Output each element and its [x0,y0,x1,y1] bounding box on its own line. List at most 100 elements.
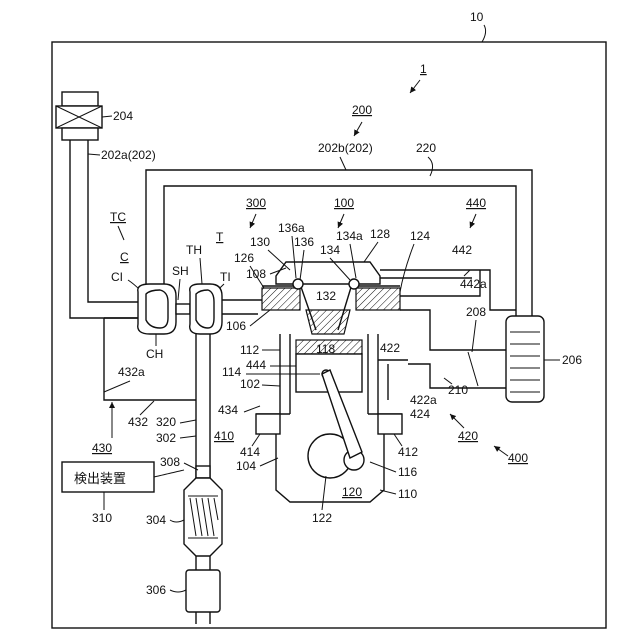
label-124: 124 [410,229,430,243]
hp-egr-pipe-422 [378,360,408,400]
valve-424 [378,414,402,434]
label-132: 132 [316,289,336,303]
label-200: 200 [352,103,372,117]
label-422: 422 [380,341,400,355]
label-320: 320 [156,415,176,429]
leader-320 [180,420,196,423]
air-cleaner [56,92,102,140]
leader-432a [104,381,130,392]
label-202b: 202b(202) [318,141,373,155]
leader-SH [178,279,180,300]
intake-pipe-210 [408,338,506,388]
label-432a: 432a [118,365,145,379]
label-100: 100 [334,196,354,210]
label-310: 310 [92,511,112,525]
label-134: 134 [320,243,340,257]
leader-306 [170,590,186,592]
intercooler-206 [506,316,544,402]
label-134a: 134a [336,229,363,243]
label-308: 308 [160,455,180,469]
signal-line-308 [154,470,184,477]
label-T: T [216,230,224,244]
leader-130 [268,250,290,270]
arrow-300 [250,214,256,228]
sensor-308 [196,466,210,478]
leader-204 [102,116,112,117]
label-CI: CI [111,270,123,284]
label-300: 300 [246,196,266,210]
label-130: 130 [250,235,270,249]
exhaust-manifold-pipe [222,300,262,314]
leader-10 [482,25,486,42]
label-412: 412 [398,445,418,459]
catalyst-304 [184,478,222,556]
leader-434 [244,406,260,412]
label-SH: SH [172,264,189,278]
label-128: 128 [370,227,390,241]
label-422a: 422a [410,393,437,407]
leader-106 [250,310,270,326]
detector-label: 検出装置 [74,471,126,486]
label-306: 306 [146,583,166,597]
label-112: 112 [240,343,259,357]
label-116: 116 [398,465,417,479]
leader-208 [472,320,476,352]
label-106: 106 [226,319,246,333]
label-208: 208 [466,305,486,319]
arrow-400 [494,446,508,456]
throttle-208 [468,352,478,386]
label-442: 442 [452,243,472,257]
leader-202a [88,154,100,155]
label-420: 420 [458,429,478,443]
label-118: 118 [316,342,335,356]
muffler-306 [186,570,220,612]
arrow-440 [470,214,476,228]
label-108: 108 [246,267,266,281]
arrow-100 [338,214,344,228]
label-430: 430 [92,441,112,455]
label-400: 400 [508,451,528,465]
label-414: 414 [240,445,260,459]
label-444: 444 [246,358,266,372]
label-136a: 136a [278,221,305,235]
label-204: 204 [113,109,133,123]
label-TC: TC [110,210,126,224]
leader-122 [322,476,326,510]
pipe-304-306 [196,556,210,570]
label-1: 1 [420,62,427,76]
label-TH: TH [186,243,202,257]
leader-TH [200,258,202,284]
label-102: 102 [240,377,260,391]
label-TI: TI [220,270,231,284]
label-136: 136 [294,235,314,249]
turbine [190,284,222,334]
valve-434 [256,414,280,434]
label-206: 206 [562,353,582,367]
exhaust-pipe-302 [196,334,210,478]
leader-116 [370,462,396,472]
tailpipe [196,612,210,624]
leader-128 [364,242,378,262]
label-122: 122 [312,511,332,525]
arrow-420 [450,414,464,428]
label-114: 114 [222,365,241,379]
leader-442a [464,270,470,276]
label-210: 210 [448,383,468,397]
compressor [138,284,176,334]
label-104: 104 [236,459,256,473]
label-410: 410 [214,429,234,443]
intake-pipe-202a [70,140,138,318]
label-442a: 442a [460,277,487,291]
label-220: 220 [416,141,436,155]
leader-432 [140,401,154,415]
label-110: 110 [398,487,417,501]
arrow-TC [118,226,124,240]
leader-202b [340,157,346,170]
label-CH: CH [146,347,163,361]
leader-220 [428,157,433,176]
leader-302 [180,436,196,438]
label-304: 304 [146,513,166,527]
label-440: 440 [466,196,486,210]
label-424: 424 [410,407,430,421]
